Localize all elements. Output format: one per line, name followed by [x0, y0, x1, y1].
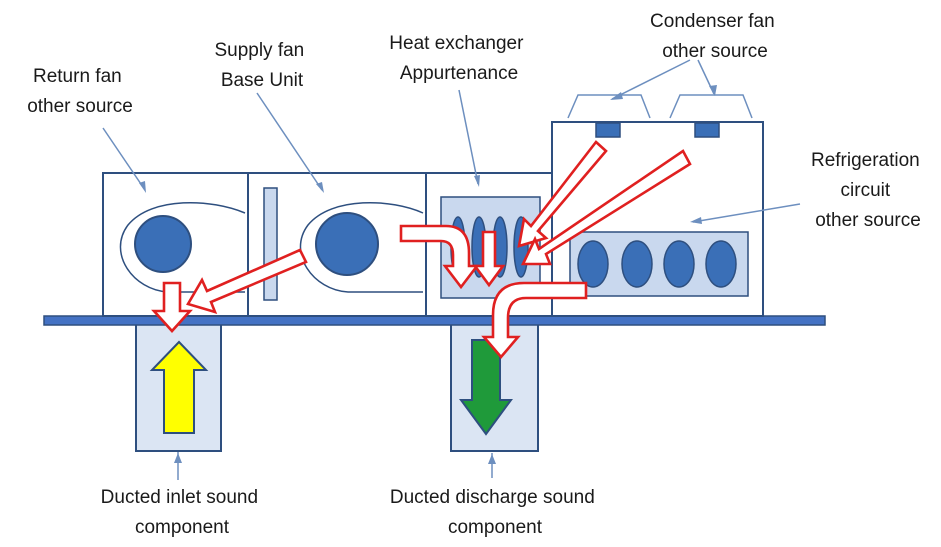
coil-tube-3 — [663, 240, 695, 288]
return-fan-housing — [119, 201, 246, 293]
condenser-fan-2 — [694, 122, 720, 138]
condenser-callout-left-head — [610, 92, 623, 100]
condenser-bracket-left — [567, 94, 651, 119]
condenser-fan-label: Condenser fan other source — [650, 11, 780, 62]
ducted-inlet-label: Ducted inlet sound component — [101, 487, 264, 538]
condenser-fan-1 — [595, 122, 621, 138]
supply-fan-housing — [299, 201, 424, 293]
hollow-red-arrow-icon — [472, 230, 506, 288]
return-fan-label: Return fan other source — [27, 66, 133, 117]
return-fan-callout — [102, 127, 146, 191]
heat-exchanger-label: Heat exchanger Appurtenance — [389, 33, 528, 84]
return-fan-wheel — [134, 215, 192, 273]
condenser-callout-left — [611, 59, 691, 100]
coil-tube-4 — [705, 240, 737, 288]
condenser-callout-right-head — [709, 85, 717, 96]
callout-lines — [102, 89, 801, 480]
supply-fan-wheel — [315, 212, 379, 276]
supply-fan-label: Supply fan Base Unit — [214, 40, 309, 91]
heat-exchanger-callout — [458, 89, 479, 185]
callout-arrowheads — [139, 175, 702, 464]
ducted-discharge-label: Ducted discharge sound component — [390, 487, 600, 538]
filter-panel — [263, 187, 278, 301]
hollow-red-arrow-icon — [481, 281, 588, 360]
arrow-up-icon — [149, 340, 209, 434]
hollow-red-arrow-icon — [186, 248, 308, 315]
coil-tube-1 — [577, 240, 609, 288]
refrigeration-label: Refrigeration circuit other source — [811, 150, 925, 231]
coil-tube-2 — [621, 240, 653, 288]
refrigeration-callout — [692, 203, 801, 223]
hollow-red-arrow-icon — [151, 281, 193, 333]
supply-fan-callout — [256, 92, 323, 191]
sound-path-arrows — [151, 140, 692, 360]
hollow-red-arrow-icon — [399, 224, 480, 290]
condenser-bracket-right — [669, 94, 753, 119]
hollow-red-arrow-icon — [520, 149, 692, 266]
